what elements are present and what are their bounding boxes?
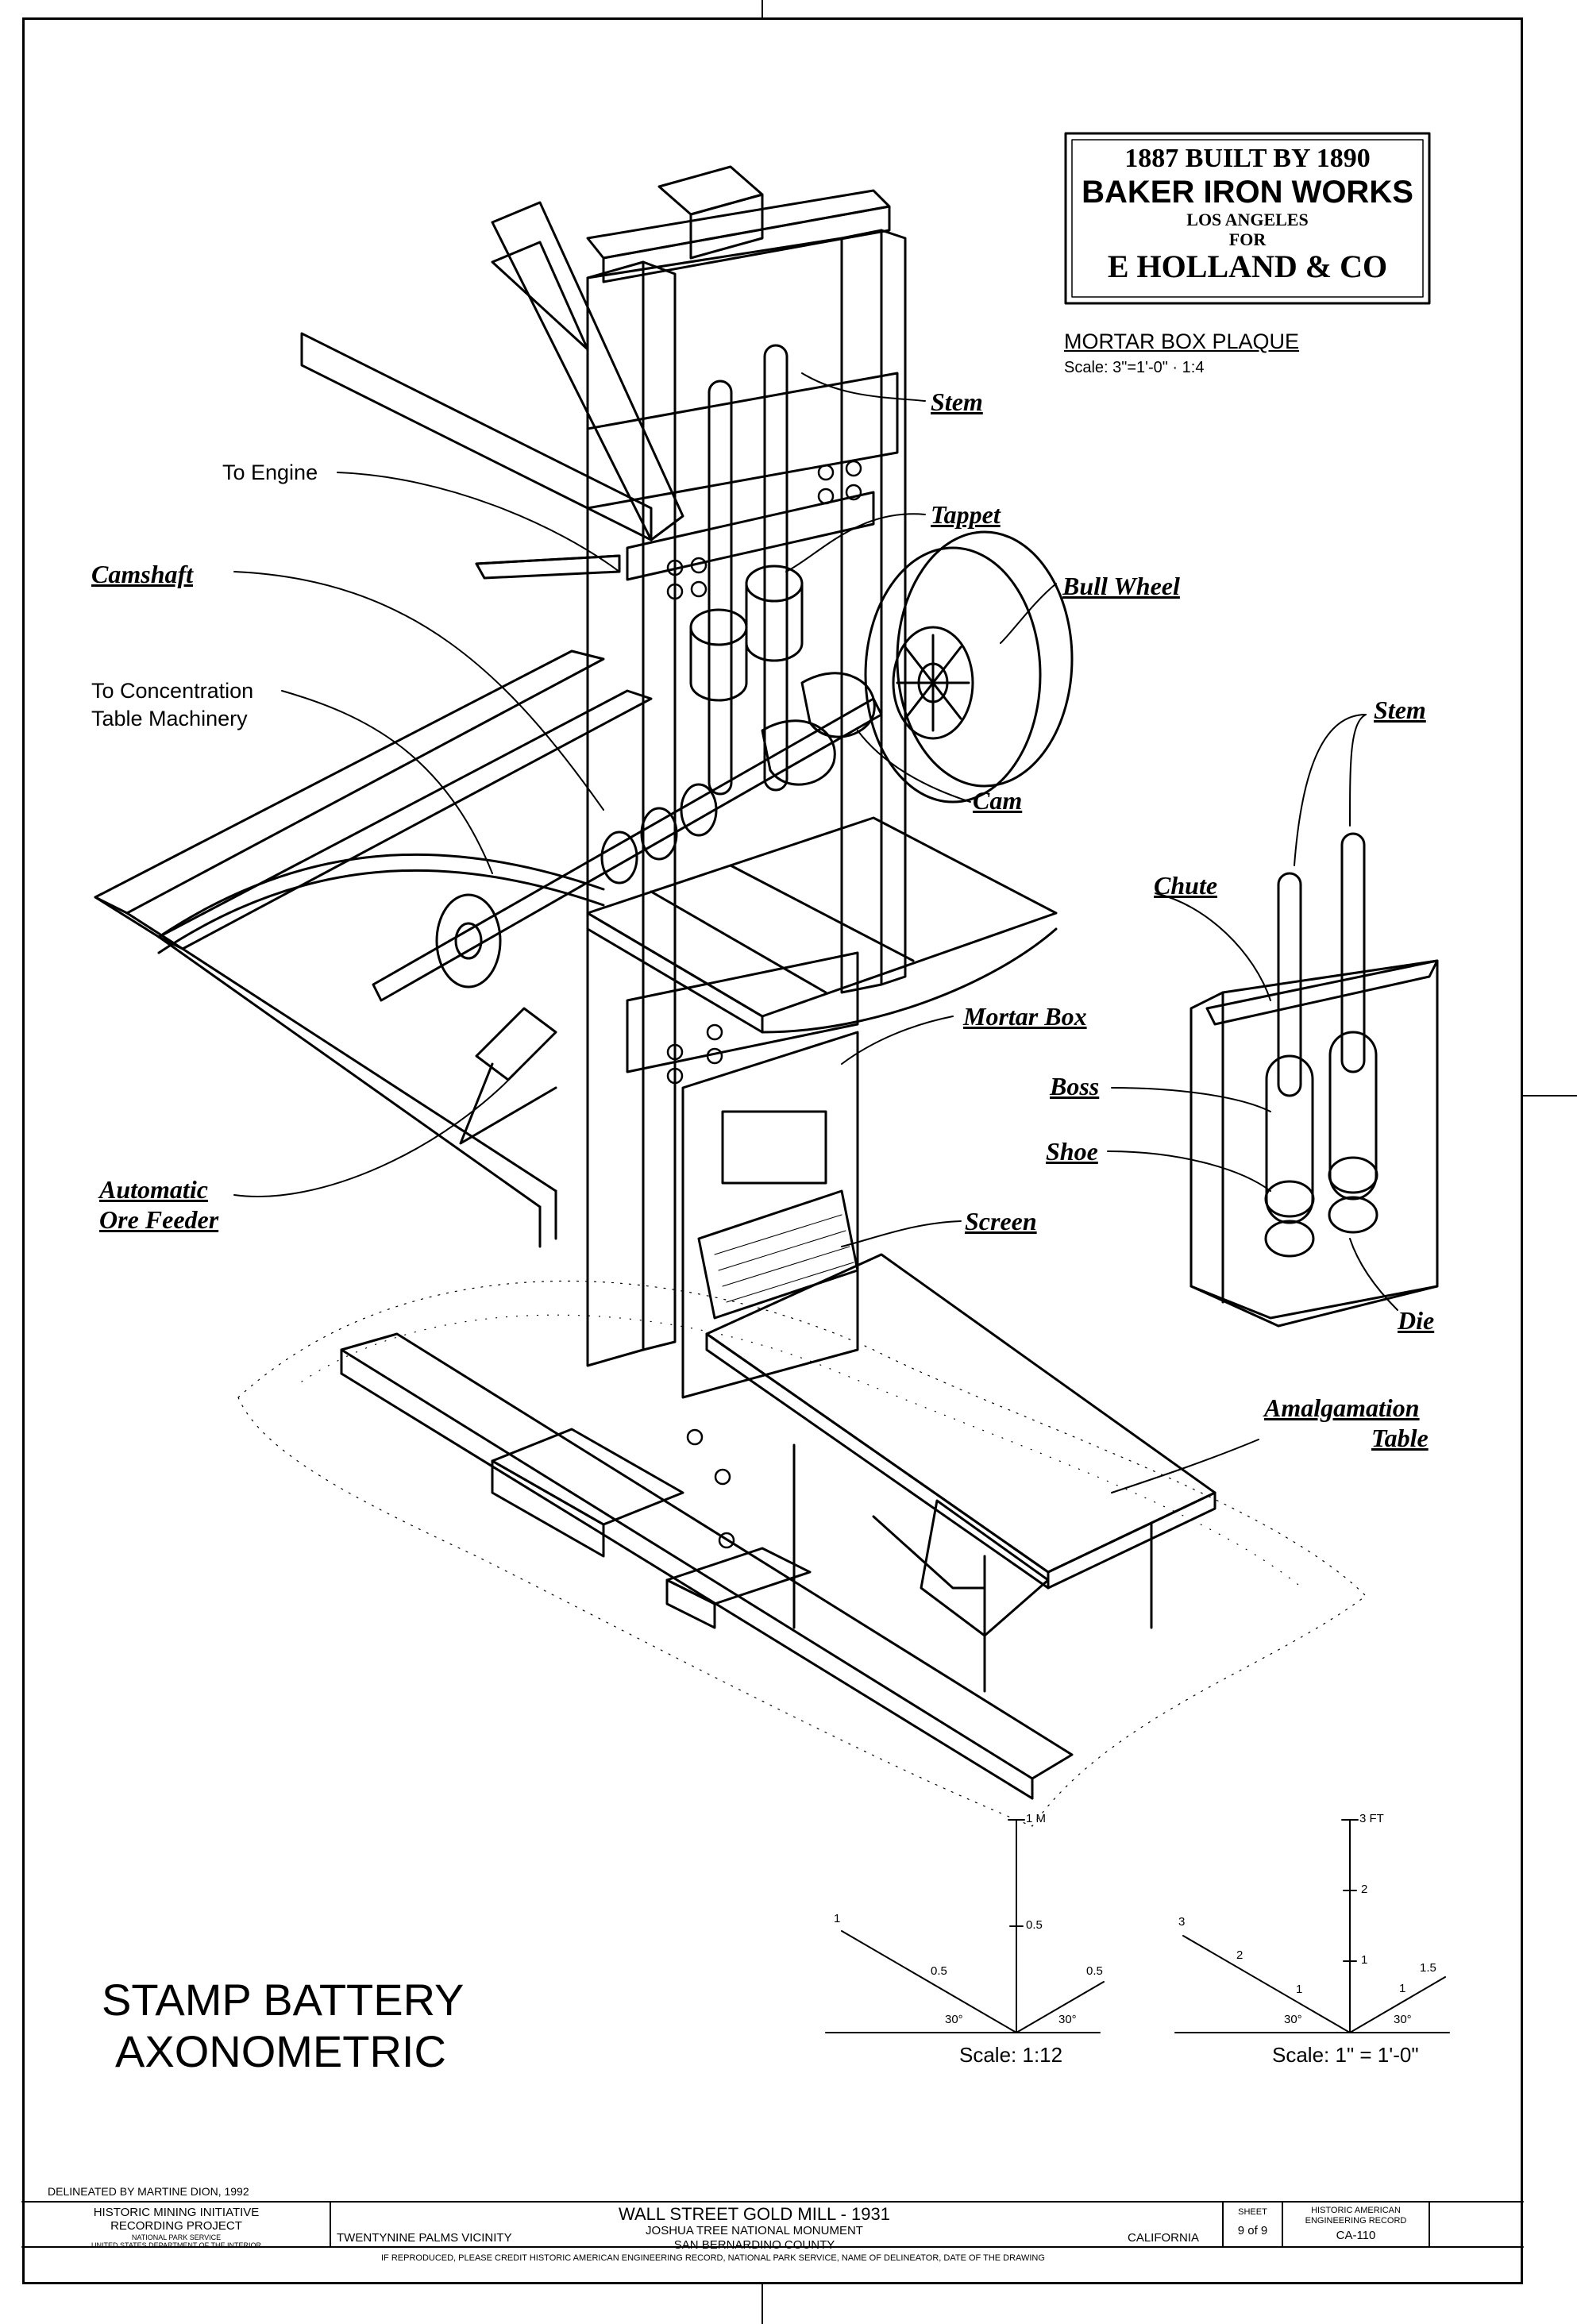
mortar-box-detail — [1189, 832, 1439, 1328]
leader-lines — [233, 372, 1398, 1493]
sheet-block: SHEET 9 of 9 — [1223, 2207, 1282, 2237]
metric-scale-angle-left: 30° — [945, 2013, 963, 2026]
stems — [708, 344, 788, 796]
label-bull-wheel: Bull Wheel — [1062, 572, 1180, 600]
imperial-scale-diagram — [1174, 1819, 1450, 2033]
main-uprights — [586, 165, 907, 1367]
delineated-by: DELINEATED BY MARTINE DION, 1992 — [48, 2185, 249, 2198]
label-cam: Cam — [973, 786, 1023, 815]
label-ore-feeder: Ore Feeder — [99, 1205, 219, 1234]
metric-scale-diagram — [825, 1819, 1105, 2033]
county-name: SAN BERNARDINO COUNTY — [673, 2237, 835, 2252]
label-automatic: Automatic — [99, 1175, 208, 1204]
ground-stipple — [237, 1280, 1367, 1827]
plaque-scale: Scale: 3"=1'-0" · 1:4 — [1064, 359, 1205, 376]
org-block: HISTORIC MINING INITIATIVE RECORDING PRO… — [22, 2206, 330, 2249]
detail-label-chute: Chute — [1154, 871, 1218, 900]
sheet-border — [22, 17, 1523, 2284]
location: TWENTYNINE PALMS VICINITY — [337, 2231, 512, 2245]
imperial-scale-top: 3 FT — [1359, 1812, 1384, 1825]
haer-id: CA-110 — [1336, 2229, 1376, 2243]
plaque-title: MORTAR BOX PLAQUE — [1064, 330, 1300, 353]
upper-frame-beams — [300, 201, 684, 580]
imperial-scale-caption: Scale: 1" = 1'-0" — [1272, 2043, 1419, 2067]
detail-label-boss: Boss — [1050, 1072, 1100, 1100]
trim-marks — [762, 0, 1577, 2324]
drawing-title-line-1: STAMP BATTERY — [102, 1975, 465, 2025]
label-screen: Screen — [965, 1207, 1037, 1235]
imperial-scale-left-1: 1 — [1296, 1983, 1303, 1996]
haer-block: HISTORIC AMERICAN ENGINEERING RECORD CA-… — [1282, 2206, 1429, 2243]
label-to-concentration-1: To Concentration — [91, 679, 254, 703]
bull-wheel — [864, 530, 1074, 804]
haer-line-1: HISTORIC AMERICAN — [1311, 2206, 1401, 2215]
imperial-scale-right-15: 1.5 — [1420, 1961, 1436, 1975]
metric-scale-left-mid: 0.5 — [931, 1964, 947, 1978]
left-platform — [94, 649, 653, 1248]
camshaft — [372, 697, 883, 1002]
cams — [761, 672, 876, 786]
org-line-4: UNITED STATES DEPARTMENT OF THE INTERIOR — [91, 2241, 262, 2249]
plaque-line-3: LOS ANGELES — [1186, 210, 1309, 229]
imperial-scale-right-1: 1 — [1399, 1982, 1406, 1995]
label-to-concentration-2: Table Machinery — [91, 707, 248, 730]
base-blocks — [491, 1428, 812, 1629]
haer-line-2: ENGINEERING RECORD — [1305, 2215, 1407, 2226]
metric-scale-left-end: 1 — [834, 1912, 841, 1925]
project-title: WALL STREET GOLD MILL - 1931 — [619, 2204, 890, 2224]
label-tappet: Tappet — [931, 500, 1001, 529]
platform-deck — [586, 816, 1058, 1034]
metric-scale-caption: Scale: 1:12 — [959, 2043, 1063, 2067]
metric-scale-mid: 0.5 — [1026, 1918, 1043, 1932]
detail-label-die: Die — [1398, 1306, 1435, 1335]
imperial-scale-2: 2 — [1361, 1883, 1368, 1896]
sheet-value: 9 of 9 — [1237, 2223, 1268, 2237]
org-line-1: HISTORIC MINING INITIATIVE — [93, 2206, 260, 2219]
imperial-scale-angle-right: 30° — [1394, 2013, 1412, 2026]
imperial-scale-left-3: 3 — [1178, 1915, 1186, 1929]
plaque-line-2: BAKER IRON WORKS — [1082, 175, 1413, 210]
title-block-grid — [21, 2201, 1524, 2248]
detail-label-stem: Stem — [1374, 696, 1426, 724]
label-stem: Stem — [931, 387, 983, 416]
state: CALIFORNIA — [1128, 2231, 1200, 2245]
label-camshaft: Camshaft — [91, 560, 194, 588]
bolts — [666, 460, 862, 1549]
imperial-scale-1: 1 — [1361, 1953, 1368, 1967]
org-line-3: NATIONAL PARK SERVICE — [131, 2233, 222, 2241]
park-name: JOSHUA TREE NATIONAL MONUMENT — [646, 2224, 863, 2238]
label-to-engine: To Engine — [222, 461, 318, 484]
sheet-label: SHEET — [1238, 2207, 1267, 2217]
label-table: Table — [1371, 1424, 1429, 1452]
tappets — [689, 565, 804, 702]
ore-feeder — [459, 1007, 557, 1145]
imperial-scale-angle-left: 30° — [1284, 2013, 1302, 2026]
metric-scale-top: 1 M — [1026, 1812, 1047, 1825]
plaque-outline — [1064, 132, 1431, 305]
metric-scale-angle-right: 30° — [1058, 2013, 1077, 2026]
credit-line: IF REPRODUCED, PLEASE CREDIT HISTORIC AM… — [381, 2253, 1045, 2263]
label-mortar-box: Mortar Box — [963, 1002, 1087, 1031]
plaque-line-4: FOR — [1228, 229, 1267, 249]
project-block: WALL STREET GOLD MILL - 1931 JOSHUA TREE… — [476, 2204, 1032, 2252]
drawing-title-line-2: AXONOMETRIC — [115, 2026, 446, 2076]
base-beam — [340, 1332, 1074, 1800]
plaque-text: 1887 BUILT BY 1890 BAKER IRON WORKS LOS … — [1072, 140, 1423, 297]
plaque-line-1: 1887 BUILT BY 1890 — [1124, 144, 1371, 173]
org-line-2: RECORDING PROJECT — [110, 2219, 242, 2233]
metric-scale-right-mid: 0.5 — [1086, 1964, 1103, 1978]
imperial-scale-left-2: 2 — [1236, 1948, 1243, 1962]
label-amalgamation: Amalgamation — [1264, 1393, 1420, 1422]
plaque-line-5: E HOLLAND & CO — [1107, 249, 1388, 284]
mortar-box — [681, 1031, 859, 1399]
amalgamation-table — [705, 1253, 1216, 1693]
detail-label-shoe: Shoe — [1046, 1137, 1098, 1166]
